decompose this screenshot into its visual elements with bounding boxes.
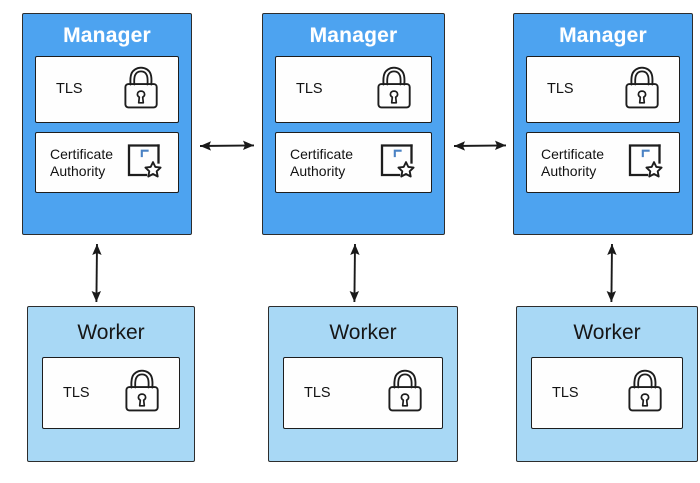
tls-label: TLS <box>56 81 83 98</box>
tls-panel[interactable]: TLS <box>283 357 443 429</box>
manager-node-1[interactable]: Manager TLS Certificate Authority <box>22 13 192 235</box>
worker-title: Worker <box>329 321 397 344</box>
arrow-manager1-worker1 <box>91 243 102 303</box>
lock-icon <box>624 367 666 420</box>
tls-panel[interactable]: TLS <box>526 56 680 123</box>
tls-panel[interactable]: TLS <box>35 56 179 123</box>
lock-icon <box>373 63 415 116</box>
worker-node-3[interactable]: Worker TLS <box>516 306 698 462</box>
worker-node-2[interactable]: Worker TLS <box>268 306 458 462</box>
certificate-authority-label: Certificate Authority <box>541 146 605 179</box>
manager-title: Manager <box>559 24 647 47</box>
manager-node-2[interactable]: Manager TLS Certificate Authority <box>262 13 445 235</box>
lock-icon <box>121 367 163 420</box>
tls-label: TLS <box>547 81 574 98</box>
manager-title: Manager <box>309 24 398 47</box>
lock-icon <box>621 63 663 116</box>
tls-label: TLS <box>296 81 323 98</box>
arrow-manager3-worker3 <box>606 243 617 303</box>
certificate-icon <box>124 140 164 185</box>
tls-label: TLS <box>304 384 331 401</box>
tls-panel[interactable]: TLS <box>42 357 180 429</box>
manager-title: Manager <box>63 24 151 47</box>
certificate-authority-panel[interactable]: Certificate Authority <box>526 132 680 193</box>
lock-icon <box>384 367 426 420</box>
lock-icon <box>120 63 162 116</box>
tls-label: TLS <box>63 384 90 401</box>
arrow-manager2-worker2 <box>349 243 360 303</box>
tls-panel[interactable]: TLS <box>531 357 683 429</box>
tls-panel[interactable]: TLS <box>275 56 432 123</box>
certificate-authority-label: Certificate Authority <box>50 146 114 179</box>
tls-label: TLS <box>552 384 579 401</box>
worker-title: Worker <box>573 321 641 344</box>
arrow-manager1-manager2 <box>199 140 255 151</box>
certificate-authority-panel[interactable]: Certificate Authority <box>275 132 432 193</box>
arrow-manager2-manager3 <box>453 140 507 151</box>
certificate-authority-panel[interactable]: Certificate Authority <box>35 132 179 193</box>
worker-title: Worker <box>77 321 145 344</box>
worker-node-1[interactable]: Worker TLS <box>27 306 195 462</box>
manager-node-3[interactable]: Manager TLS Certificate Authority <box>513 13 693 235</box>
certificate-icon <box>625 140 665 185</box>
certificate-icon <box>377 140 417 185</box>
certificate-authority-label: Certificate Authority <box>290 146 354 179</box>
